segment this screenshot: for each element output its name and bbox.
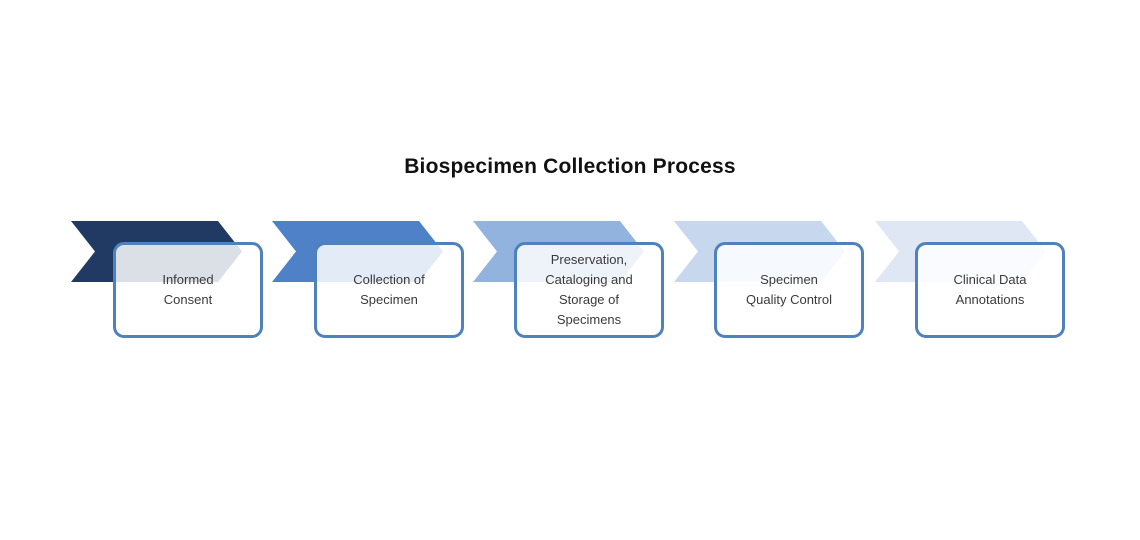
step-4-label: Specimen Quality Control bbox=[717, 270, 861, 310]
step-5-label: Clinical Data Annotations bbox=[918, 270, 1062, 310]
step-label-line: Consent bbox=[163, 292, 213, 307]
step-1-label: Informed Consent bbox=[116, 270, 260, 310]
step-5-box: Clinical Data Annotations bbox=[915, 242, 1065, 338]
step-4-box: Specimen Quality Control bbox=[714, 242, 864, 338]
step-2-box: Collection of Specimen bbox=[314, 242, 464, 338]
step-3-label: Preservation, Cataloging and Storage of … bbox=[517, 250, 661, 330]
step-2-label: Collection of Specimen bbox=[317, 270, 461, 310]
step-label-line: Preservation, bbox=[550, 252, 628, 267]
step-label-line: Quality Control bbox=[746, 292, 832, 307]
step-label-line: Specimen bbox=[760, 272, 818, 287]
step-label-line: Annotations bbox=[955, 292, 1025, 307]
diagram-title: Biospecimen Collection Process bbox=[404, 155, 736, 178]
step-label-line: Storage of bbox=[559, 292, 619, 307]
step-label-line: Informed bbox=[162, 272, 214, 287]
step-label-line: Collection of bbox=[353, 272, 425, 287]
step-label-line: Clinical Data bbox=[953, 272, 1027, 287]
step-label-line: Specimens bbox=[556, 312, 622, 327]
step-3-box: Preservation, Cataloging and Storage of … bbox=[514, 242, 664, 338]
step-1-box: Informed Consent bbox=[113, 242, 263, 338]
step-label-line: Cataloging and bbox=[545, 272, 633, 287]
step-label-line: Specimen bbox=[360, 292, 418, 307]
